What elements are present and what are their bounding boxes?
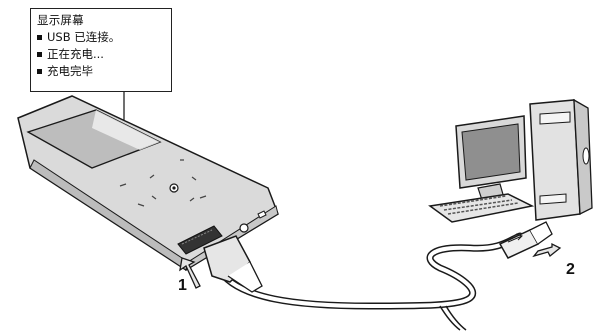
display-screen-callout: 显示屏幕 USB 已连接。 正在充电... 充电完毕	[30, 8, 172, 92]
desktop-computer-icon	[428, 98, 593, 223]
callout-item-usb-connected: USB 已连接。	[37, 29, 165, 46]
callout-title: 显示屏幕	[37, 13, 84, 27]
step-2-label: 2	[566, 261, 575, 278]
usb-cable-icon	[203, 221, 553, 331]
insert-arrow-icon	[179, 242, 562, 289]
step-1-label: 1	[178, 277, 187, 294]
callout-item-charge-complete: 充电完毕	[37, 63, 165, 80]
callout-item-charging: 正在充电...	[37, 46, 165, 63]
callout-list: USB 已连接。 正在充电... 充电完毕	[37, 29, 165, 80]
